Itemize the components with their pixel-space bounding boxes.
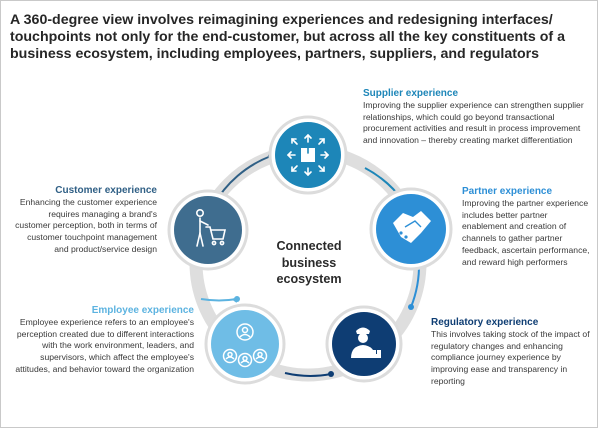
regulatory-block: Regulatory experience This involves taki… (431, 316, 593, 388)
customer-body: Enhancing the customer experience requir… (15, 197, 157, 254)
center-label-line3: ecosystem (276, 272, 342, 286)
customer-title: Customer experience (55, 185, 157, 196)
supplier-block: Supplier experience Improving the suppli… (363, 87, 595, 147)
headline: A 360-degree view involves reimagining e… (10, 12, 565, 62)
employee-arc-dot (234, 296, 240, 302)
partner-node (369, 187, 453, 271)
partner-block: Partner experience Improving the partner… (462, 185, 592, 268)
partner-body: Improving the partner experience include… (462, 198, 590, 267)
employee-arc-2 (200, 298, 238, 302)
employee-block: Employee experience Employee experience … (9, 304, 194, 376)
partner-arc-dot (408, 304, 414, 310)
supplier-title: Supplier experience (363, 88, 459, 99)
center-label: Connected business ecosystem (259, 238, 359, 288)
handshake-icon (393, 211, 431, 243)
customer-node (167, 189, 249, 271)
regulatory-title: Regulatory experience (431, 317, 539, 328)
package-arrows-icon (286, 133, 330, 177)
employee-title: Employee experience (91, 305, 194, 316)
regulatory-body: This involves taking stock of the impact… (431, 329, 590, 386)
employee-node (204, 303, 286, 385)
partner-title: Partner experience (462, 186, 553, 197)
customer-block: Customer experience Enhancing the custom… (11, 184, 157, 256)
team-network-icon (222, 323, 268, 368)
regulatory-arc-dot (328, 371, 334, 377)
center-label-line1: Connected (276, 239, 342, 253)
regulatory-node (325, 305, 403, 383)
center-label-line2: business (281, 255, 337, 270)
employee-body: Employee experience refers to an employe… (15, 317, 194, 374)
supplier-node (268, 115, 348, 195)
shopper-cart-icon (196, 209, 226, 247)
supplier-body: Improving the supplier experience can st… (363, 100, 584, 146)
officer-package-icon (351, 327, 381, 358)
